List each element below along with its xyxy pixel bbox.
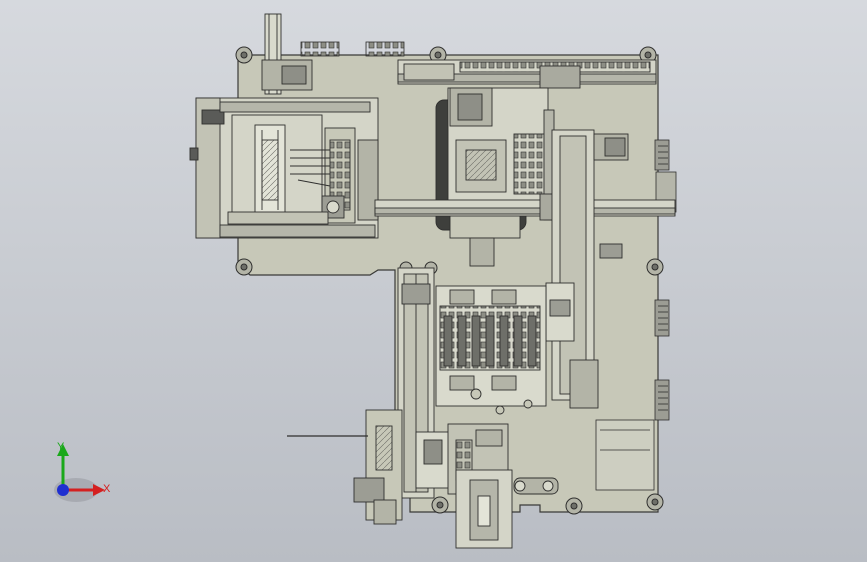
lower-right-panel <box>595 419 655 491</box>
right-vertical-rail <box>545 129 629 409</box>
coordinate-triad: X Y <box>40 432 130 522</box>
vertical-column-assembly <box>261 13 313 95</box>
feeder-bank <box>435 285 547 415</box>
x-axis-label: X <box>103 483 111 495</box>
left-frame-module <box>189 97 379 239</box>
top-linear-rail <box>397 59 657 89</box>
bottom-pick-module <box>415 423 559 549</box>
top-connector-blocks <box>300 41 405 57</box>
axis-triad-icon <box>54 444 105 502</box>
y-axis-label: Y <box>57 441 65 453</box>
side-bracket <box>353 409 403 525</box>
